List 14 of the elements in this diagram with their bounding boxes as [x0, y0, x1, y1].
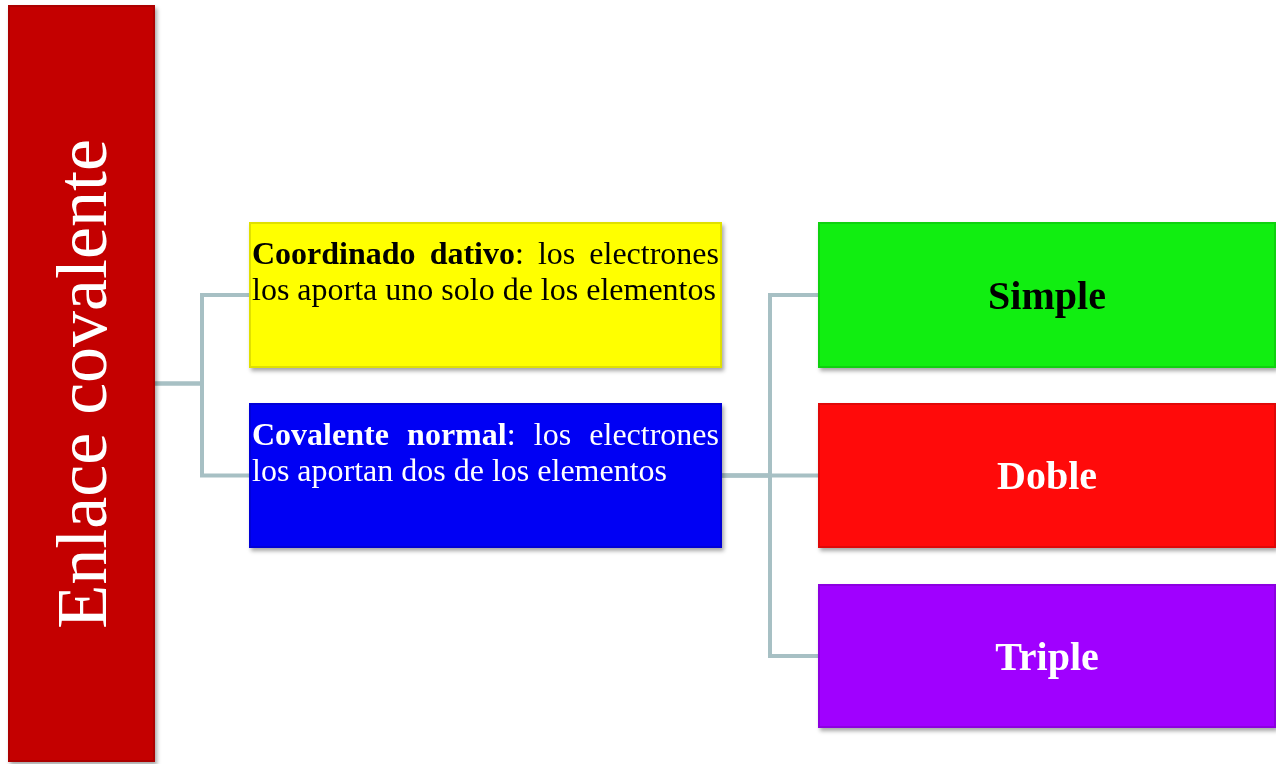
concept-box	[818, 222, 1276, 368]
concept-box	[249, 222, 722, 368]
description-text: Coordinado dativo: los electrones los aporta uno solo de los elementos	[252, 236, 719, 308]
concept-box	[249, 403, 722, 548]
description-text: Covalente normal: los electrones los aportan dos de los elementos	[252, 417, 719, 489]
connector-line	[722, 473, 818, 658]
concept-box	[818, 584, 1276, 728]
bond-type-label: Triple	[995, 632, 1099, 680]
connector-line	[155, 381, 249, 478]
concept-box	[818, 403, 1276, 548]
bond-type-label: Simple	[988, 271, 1106, 319]
title-bar	[8, 5, 155, 762]
vertical-title: Enlace covalente	[45, 138, 118, 629]
bond-type-label: Doble	[997, 452, 1097, 499]
